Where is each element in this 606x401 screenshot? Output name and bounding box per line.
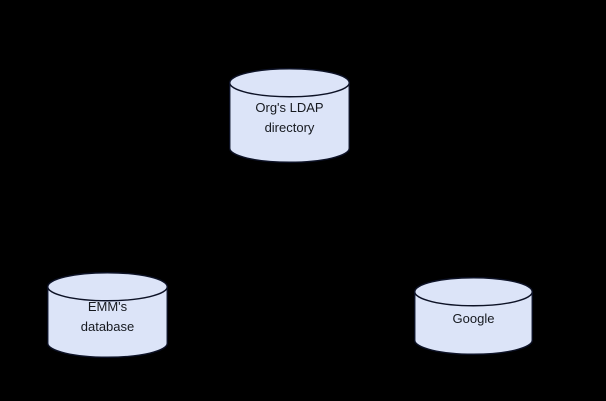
diagram-node-google: Google bbox=[414, 277, 533, 355]
database-cylinder-icon bbox=[47, 272, 168, 358]
database-cylinder-icon bbox=[414, 277, 533, 355]
database-cylinder-icon bbox=[229, 68, 350, 163]
